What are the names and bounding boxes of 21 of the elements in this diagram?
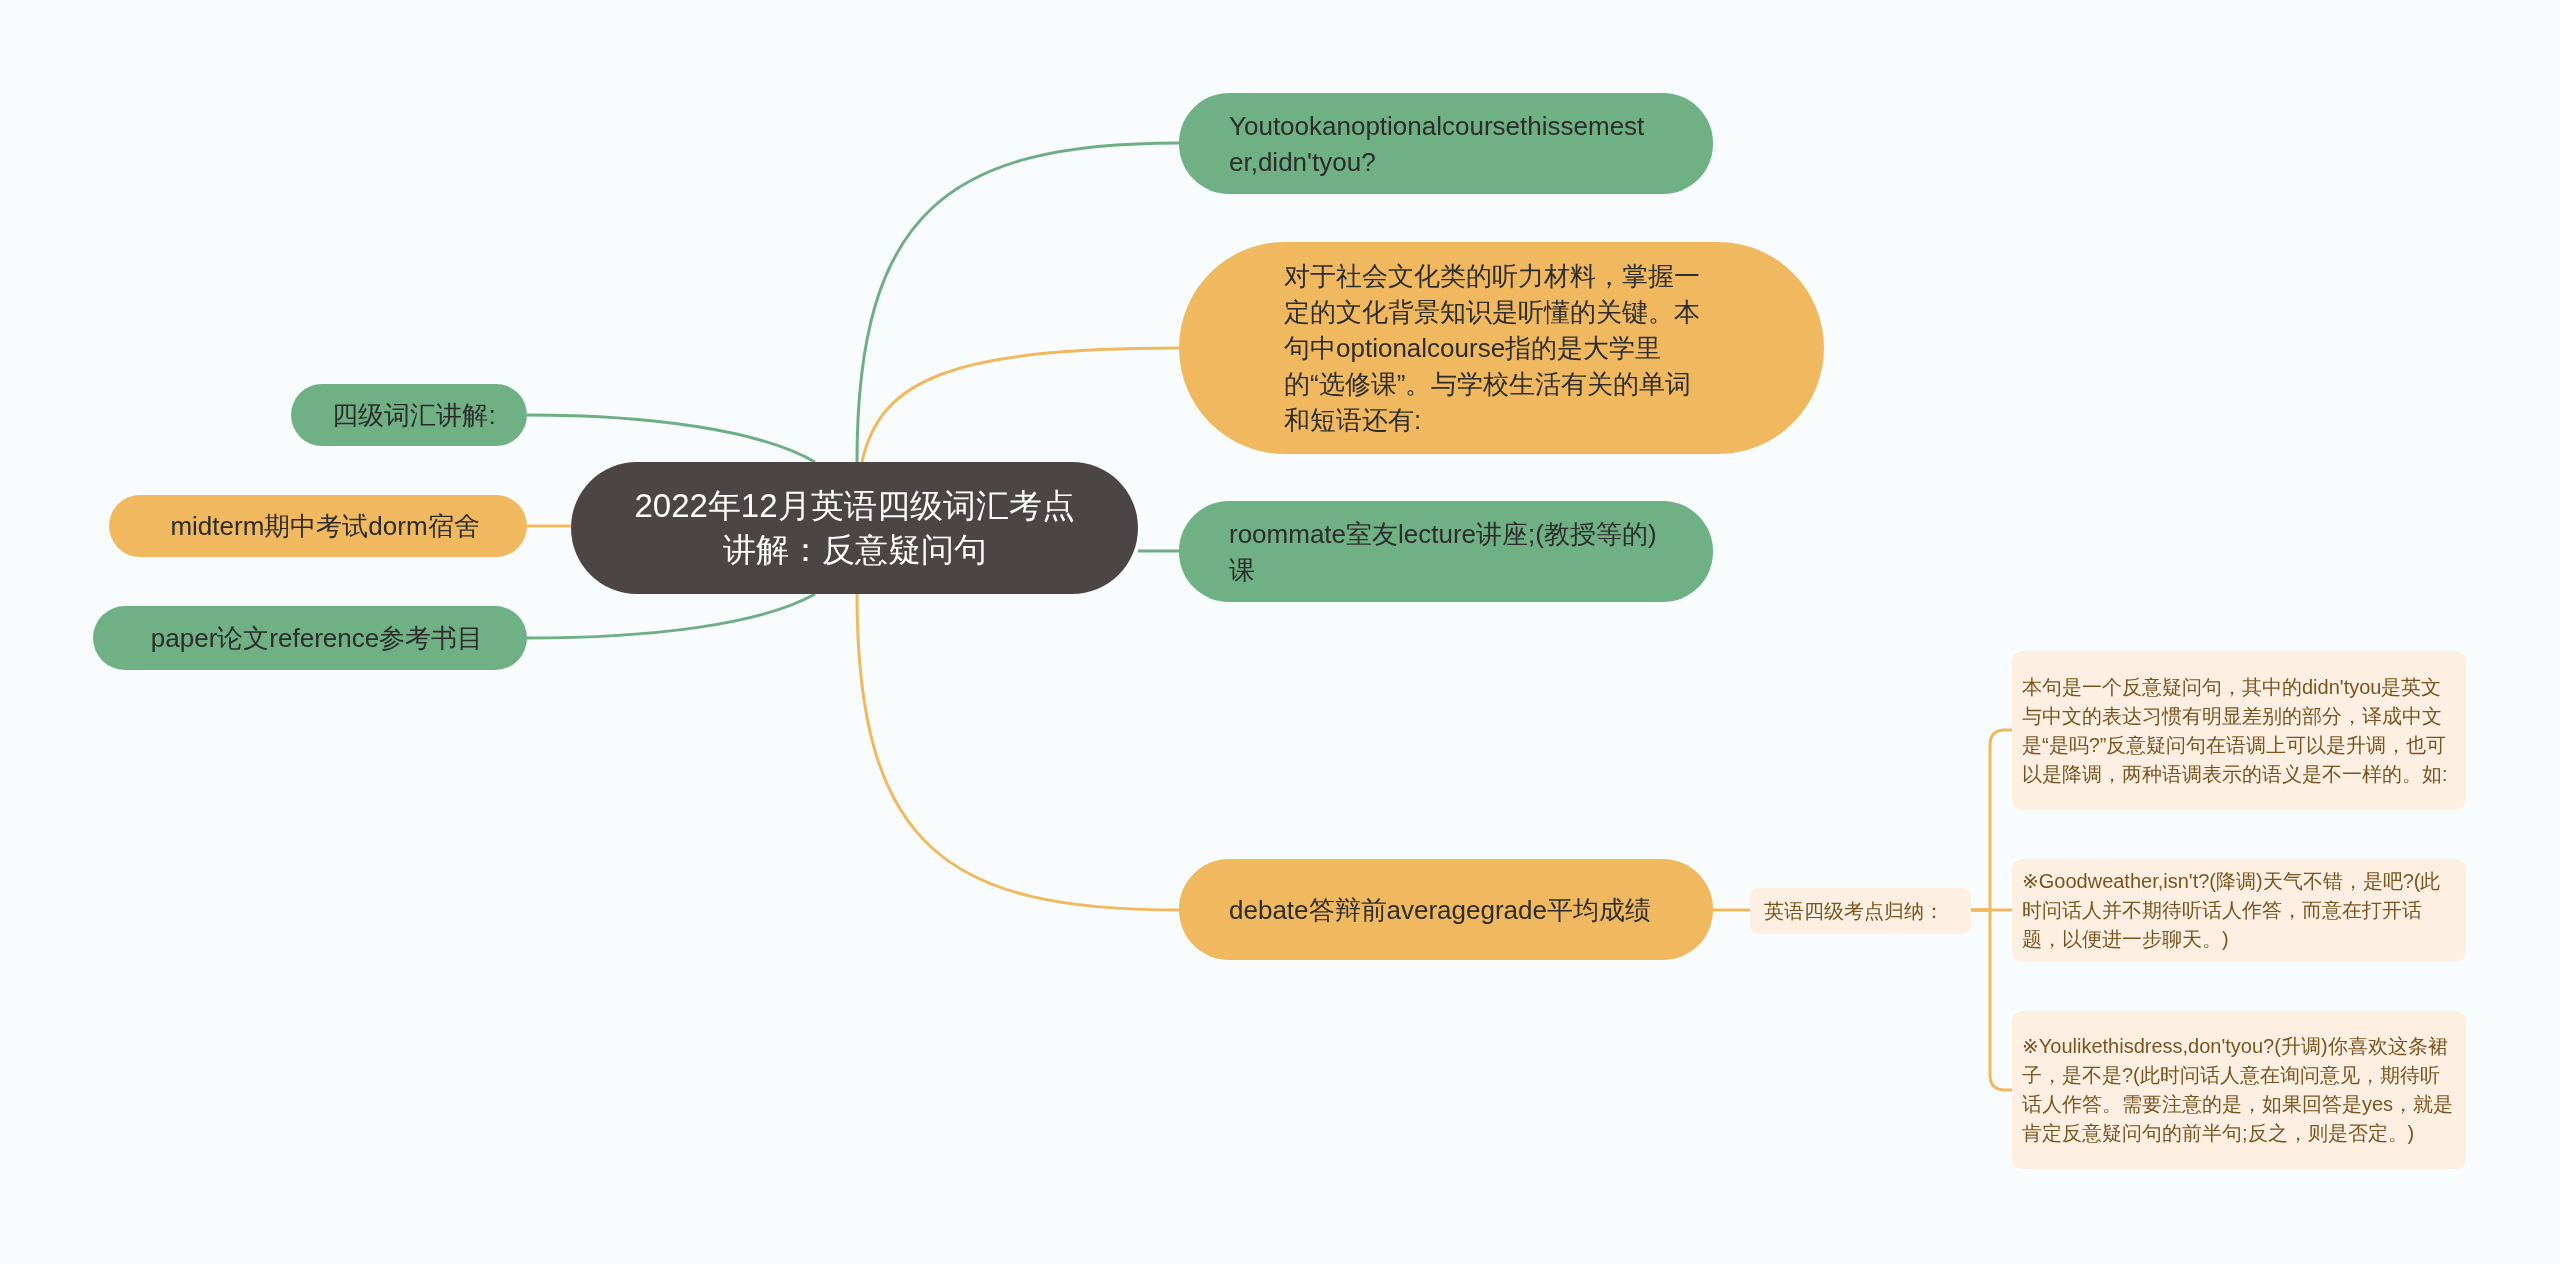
note-box: ※Goodweather,isn't?(降调)天气不错，是吧?(此时问话人并不期待听话人作答，而意在打开话题，以便进一步聊天。)	[2012, 859, 2466, 962]
connector-line	[527, 524, 571, 528]
note-box: ※Youlikethisdress,don'tyou?(升调)你喜欢这条裙子，是不是?(此时问话人意在询问意见，期待听话人作答。需要注意的是，如果回答是yes，就是肯定反意疑问句的前半句;反之，则是否定。)	[2012, 1011, 2466, 1169]
topic-box: 四级词汇讲解:	[291, 384, 527, 446]
topic-box: 对于社会文化类的听力材料，掌握一定的文化背景知识是听懂的关键。本句中optionalcourse指的是大学里的“选修课”。与学校生活有关的单词和短语还有:	[1179, 242, 1824, 454]
connector-line	[527, 413, 816, 464]
connector-line	[1713, 908, 1750, 912]
central-topic-box: 2022年12月英语四级词汇考点讲解：反意疑问句	[571, 462, 1138, 594]
summary-label-box: 英语四级考点归纳：	[1750, 888, 1971, 934]
connector-line	[527, 592, 816, 640]
topic-box: Youtookanoptionalcoursethissemester,didn'tyou?	[1179, 93, 1713, 194]
connector-line	[855, 141, 1180, 463]
connector-line	[1971, 908, 2012, 1092]
note-box: 本句是一个反意疑问句，其中的didn'tyou是英文与中文的表达习惯有明显差别的部分，译成中文是“是吗?”反意疑问句在语调上可以是升调，也可以是降调，两种语调表示的语义是不一样的。如:	[2012, 651, 2466, 810]
topic-box: midterm期中考试dorm宿舍	[109, 495, 527, 557]
connector-line	[860, 346, 1179, 463]
connector-line	[1138, 549, 1179, 553]
connector-line	[855, 593, 1180, 912]
topic-box: roommate室友lecture讲座;(教授等的)课	[1179, 501, 1713, 602]
topic-box: paper论文reference参考书目	[93, 606, 527, 670]
topic-box: debate答辩前averagegrade平均成绩	[1179, 859, 1713, 960]
